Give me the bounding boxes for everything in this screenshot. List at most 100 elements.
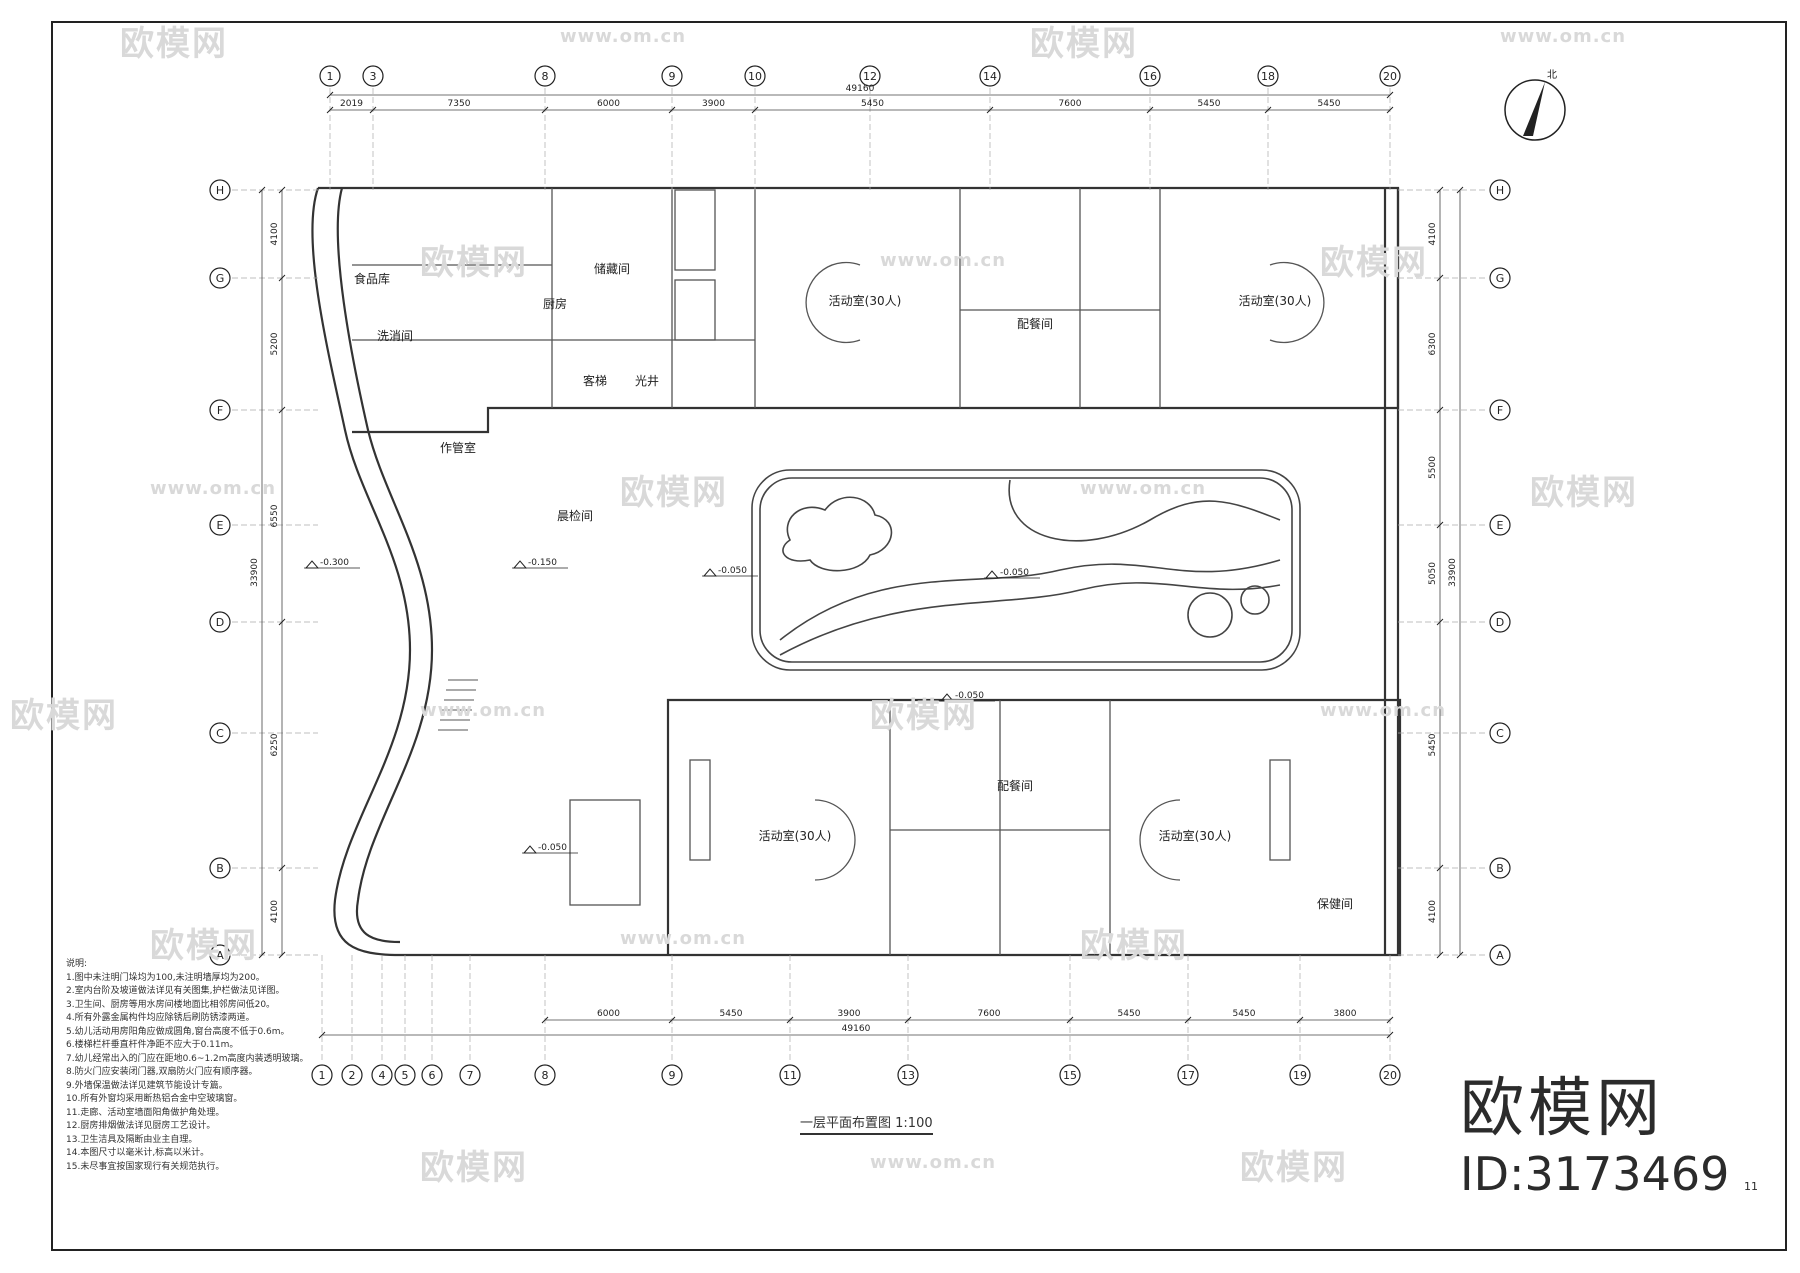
- dim-bottom-overall-tick: [1386, 1031, 1394, 1039]
- dim-left-total-label: 33900: [250, 558, 260, 587]
- dim-left-bays-label: 4100: [270, 222, 280, 245]
- grid-label-left: C: [216, 727, 224, 740]
- dim-right-bays-label: 5450: [1428, 733, 1438, 756]
- dim-bottom-bays-label: 7600: [978, 1009, 1001, 1019]
- dim-bottom-bays-tick: [786, 1016, 794, 1024]
- notes-line: 9.外墙保温做法详见建筑节能设计专篇。: [66, 1080, 228, 1091]
- dim-left-bays-label: 6550: [270, 504, 280, 527]
- notes-line: 2.室内台阶及坡道做法详见有关图集,护栏做法见详图。: [66, 986, 285, 996]
- grid-bubble-left: [209, 611, 231, 633]
- drawing-title: 一层平面布置图 1:100: [800, 1112, 933, 1135]
- grid-bubble-right: [1489, 857, 1511, 879]
- dim-left-bays-tick: [278, 186, 286, 194]
- brand-name: 欧模网: [1460, 1072, 1665, 1146]
- room-label: 客梯: [583, 373, 607, 388]
- dim-left-total-tick: [258, 951, 266, 959]
- dim-top-bays-tick: [541, 106, 549, 114]
- grid-label-left: B: [216, 862, 224, 875]
- building-outline: [311, 186, 1402, 957]
- grid-label-bottom: 2: [349, 1069, 356, 1082]
- grid-bubble-bottom: [459, 1064, 481, 1086]
- grid-label-bottom: 8: [542, 1069, 549, 1082]
- room-label: 活动室(30人): [759, 828, 832, 843]
- dim-right-bays-label: 5500: [1428, 456, 1438, 479]
- room-label: 光井: [635, 374, 659, 388]
- dim-top-bays-tick: [668, 106, 676, 114]
- grid-label-right: B: [1496, 862, 1504, 875]
- grid-label-bottom: 13: [901, 1069, 915, 1082]
- grid-bubble-top: [1139, 65, 1161, 87]
- grid-label-right: A: [1496, 949, 1504, 962]
- dim-right-bays-label: 6300: [1428, 332, 1438, 355]
- grid-bubble-bottom: [1177, 1064, 1199, 1086]
- grid-bubble-top: [1379, 65, 1401, 87]
- grid-bubble-bottom: [779, 1064, 801, 1086]
- notes-line: 7.幼儿经常出入的门应在距地0.6~1.2m高度内装透明玻璃。: [66, 1053, 309, 1064]
- room-label: 配餐间: [997, 778, 1033, 793]
- grid-label-top: 20: [1383, 70, 1397, 83]
- grid-bubble-top: [534, 65, 556, 87]
- grid-bubble-right: [1489, 399, 1511, 421]
- dim-right-bays-tick: [1436, 406, 1444, 414]
- svg-text:北: 北: [1547, 69, 1557, 81]
- dim-right-total-label: 33900: [1448, 558, 1458, 587]
- dim-top-bays-label: 7600: [1059, 99, 1082, 109]
- grid-bubble-top: [362, 65, 384, 87]
- dim-right-total-tick: [1456, 186, 1464, 194]
- dim-right-bays-tick: [1436, 186, 1444, 194]
- room-label: 作管室: [440, 440, 476, 455]
- sheet-number: 11: [1744, 1180, 1758, 1193]
- dim-left-bays-label: 6250: [270, 733, 280, 756]
- dim-top-bays-tick: [369, 106, 377, 114]
- notes-heading: 说明:: [66, 959, 88, 969]
- grid-bubble-top: [744, 65, 766, 87]
- dim-bottom-bays-tick: [1184, 1016, 1192, 1024]
- dim-top-bays-tick: [326, 106, 334, 114]
- grid-label-bottom: 7: [467, 1069, 474, 1082]
- brand-id: ID:3173469 11: [1460, 1151, 1758, 1197]
- drawing-title-text: 一层平面布置图: [800, 1116, 892, 1131]
- notes-line: 14.本图尺寸以毫米计,标高以米计。: [66, 1148, 210, 1158]
- grid-bubble-left: [209, 267, 231, 289]
- notes-line: 13.卫生洁具及隔断由业主自理。: [66, 1134, 198, 1145]
- dim-left-total-tick: [258, 186, 266, 194]
- room-label: 晨检间: [557, 508, 593, 523]
- dim-top-bays-label: 7350: [448, 99, 471, 109]
- dim-top-bays-tick: [751, 106, 759, 114]
- dim-left-bays-tick: [278, 951, 286, 959]
- dim-top-overall-tick: [326, 91, 334, 99]
- dim-top-bays-label: 3900: [702, 99, 725, 109]
- grid-label-left: D: [216, 616, 224, 629]
- grid-label-right: C: [1496, 727, 1504, 740]
- level-value: -0.050: [718, 566, 747, 576]
- grid-label-bottom: 6: [429, 1069, 436, 1082]
- dim-top-overall-label: 49160: [846, 84, 875, 94]
- grid-bubble-left: [209, 857, 231, 879]
- grid-label-left: H: [216, 184, 224, 197]
- room-label: 活动室(30人): [1159, 828, 1232, 843]
- level-value: -0.050: [1000, 568, 1029, 578]
- grid-bubble-bottom: [534, 1064, 556, 1086]
- grid-label-left: G: [216, 272, 225, 285]
- level-value: -0.050: [955, 691, 984, 701]
- level-marker-icon: [522, 845, 538, 854]
- level-value: -0.050: [538, 843, 567, 853]
- grid-label-bottom: 11: [783, 1069, 797, 1082]
- grid-label-top: 16: [1143, 70, 1157, 83]
- dim-bottom-overall-label: 49160: [842, 1024, 871, 1034]
- level-marker-icon: [984, 570, 1000, 579]
- grid-bubble-left: [209, 399, 231, 421]
- grid-bubble-top: [859, 65, 881, 87]
- dim-bottom-bays-label: 5450: [1118, 1009, 1141, 1019]
- dim-top-bays-label: 5450: [861, 99, 884, 109]
- dim-right-bays-tick: [1436, 864, 1444, 872]
- level-value: -0.300: [320, 558, 349, 568]
- grid-bubble-right: [1489, 179, 1511, 201]
- drawing-scale: 1:100: [895, 1116, 933, 1131]
- notes-line: 6.楼梯栏杆垂直杆件净距不应大于0.11m。: [66, 1040, 239, 1050]
- grid-label-left: E: [217, 519, 224, 532]
- corridor-stair: [438, 679, 478, 731]
- brand-badge: 欧模网 ID:3173469 11: [1460, 1077, 1758, 1197]
- grid-label-left: F: [217, 404, 223, 417]
- grid-bubble-left: [209, 722, 231, 744]
